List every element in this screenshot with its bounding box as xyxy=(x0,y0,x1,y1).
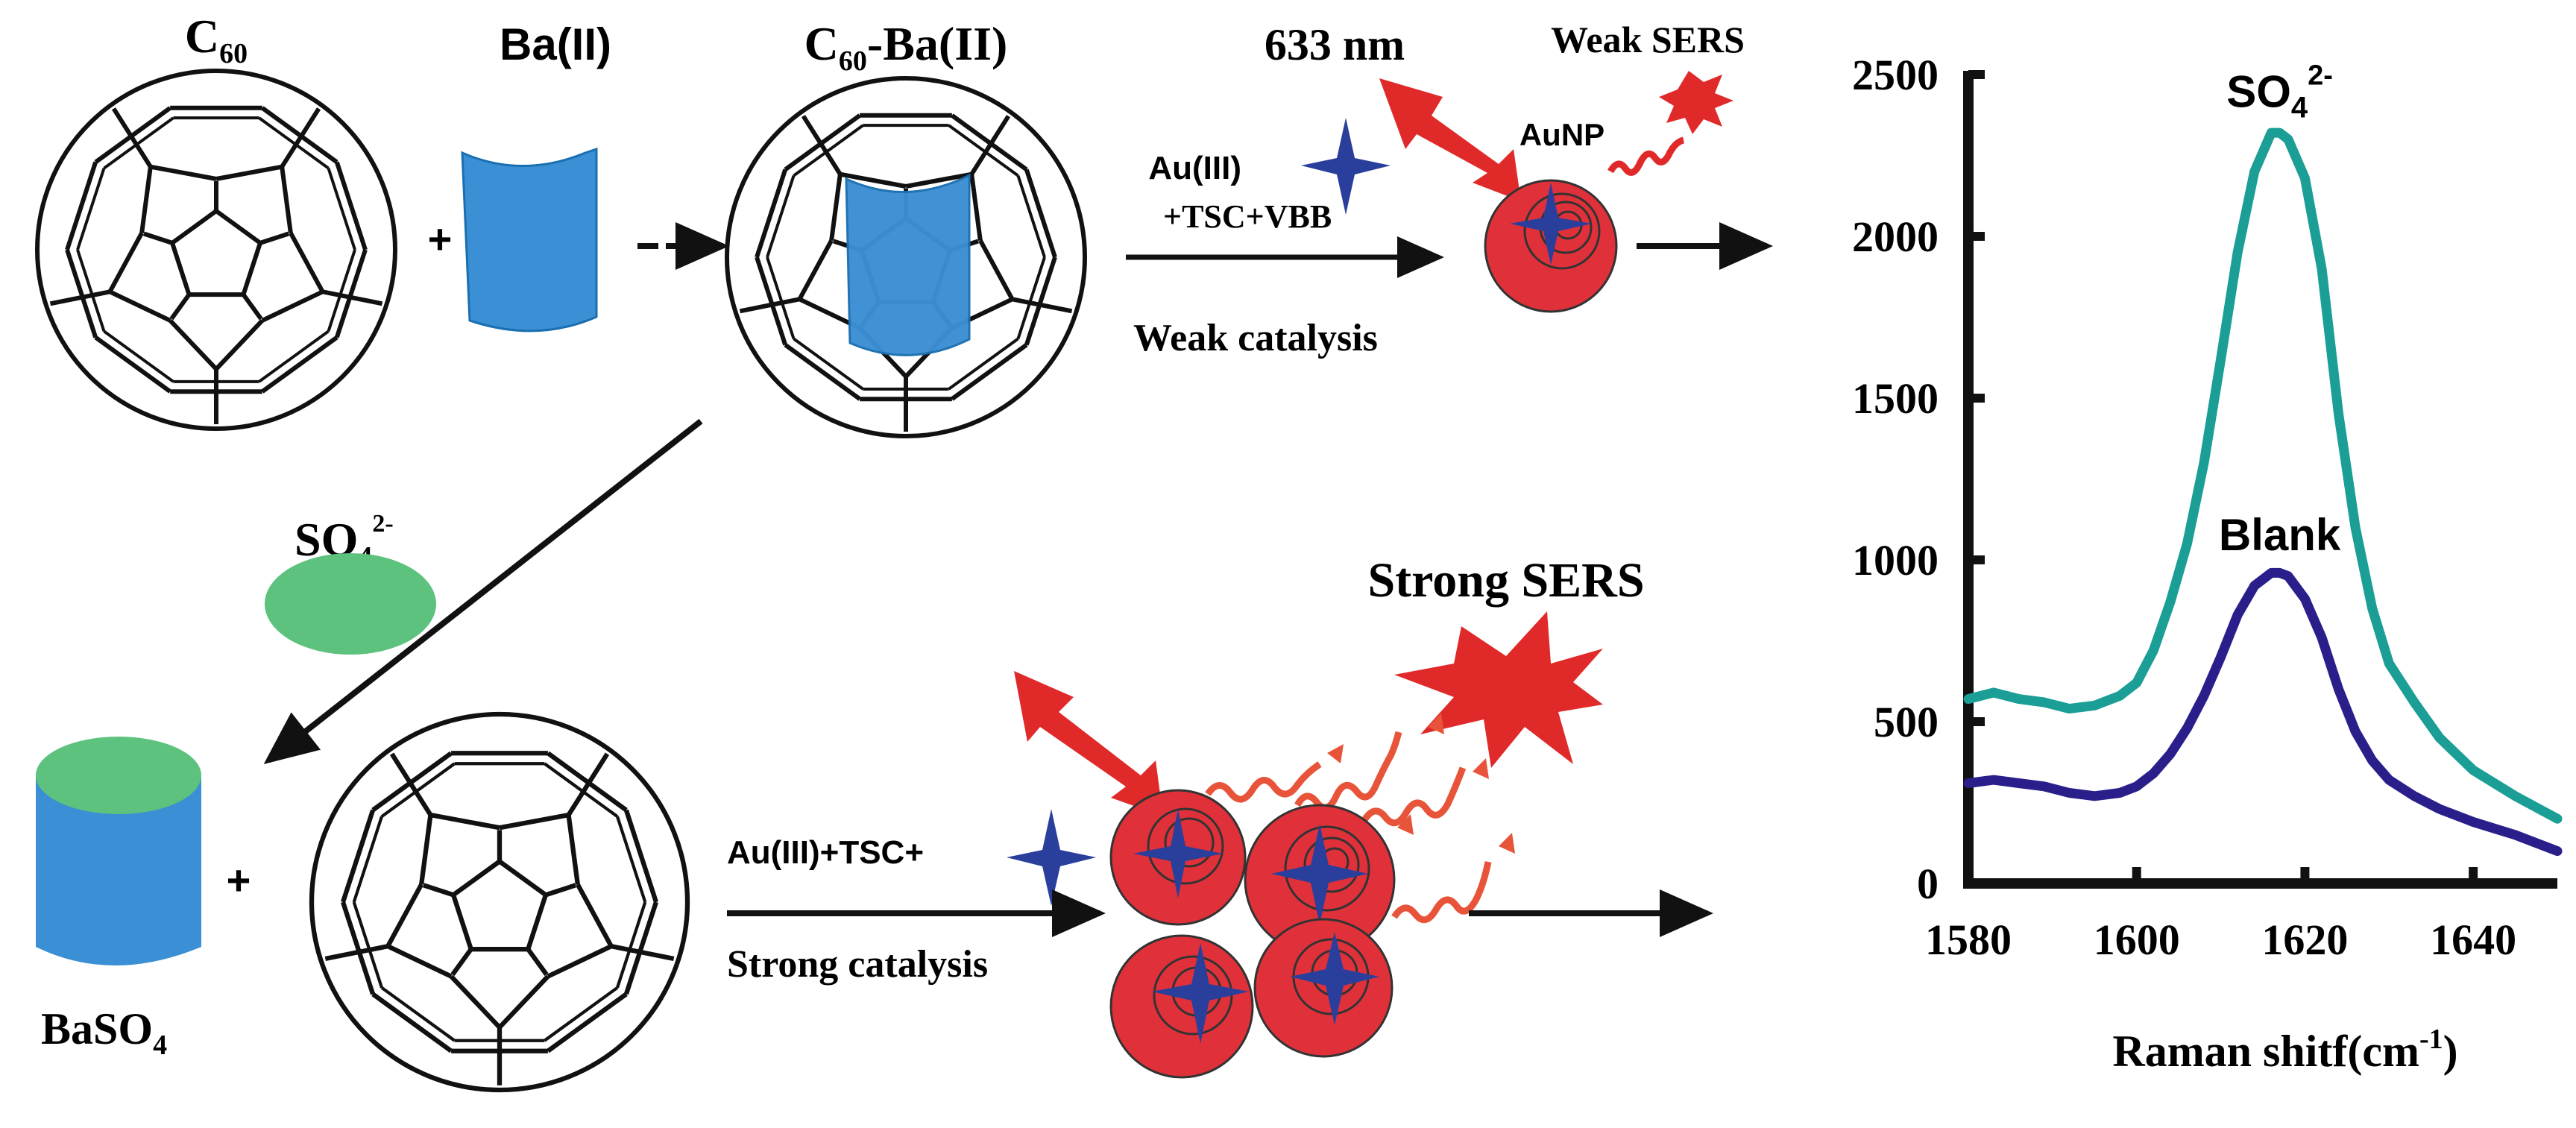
weak-sers-label: Weak SERS xyxy=(1551,19,1745,60)
weak-sers-burst-icon xyxy=(1659,71,1733,134)
x-axis-label: Raman shitf(cm-1) xyxy=(2112,1024,2457,1076)
arrow-to-baso4 xyxy=(263,418,703,764)
series-line-blank xyxy=(1963,567,2563,857)
au-star-icon xyxy=(1301,118,1391,215)
y-tick-label: 0 xyxy=(1917,860,1939,908)
c60-fullerene-released xyxy=(309,711,690,1093)
plus-sign-2: + xyxy=(227,857,251,904)
y-tick-label: 2000 xyxy=(1852,212,1939,261)
au-star-icon-2 xyxy=(1007,809,1096,906)
annotation-so4: SO42- xyxy=(2226,60,2333,124)
y-tick-label: 1000 xyxy=(1852,536,1939,585)
aunp-label: AuNP xyxy=(1520,117,1605,152)
raman-spectrum-chart: 0 500 1000 1500 2000 2500 1580 1600 1620 1640Rama… xyxy=(1852,51,2563,1076)
x-tick-label: 1620 xyxy=(2261,916,2348,964)
wavelength-label: 633 nm xyxy=(1265,20,1405,69)
au-tsc-label: Au(III)+TSC+ xyxy=(727,834,924,871)
y-tick-label: 500 xyxy=(1874,698,1939,746)
laser-bolt-icon xyxy=(1379,78,1521,201)
so4-ellipse xyxy=(265,553,436,655)
ba-ii-cup xyxy=(461,147,598,333)
ba-ii-label: Ba(II) xyxy=(500,19,611,69)
c60-fullerene xyxy=(35,69,397,431)
strong-sers-burst-icon xyxy=(1394,611,1603,768)
strong-sers-label: Strong SERS xyxy=(1367,553,1644,608)
ba-ii-cup-in-cage xyxy=(845,173,971,356)
aunp-particle xyxy=(1109,789,1247,926)
annotation-blank: Blank xyxy=(2219,510,2341,560)
aunp-aggregate xyxy=(1109,789,1396,1079)
baso4-label: BaSO4 xyxy=(41,1004,167,1061)
laser-bolt-icon-2 xyxy=(1014,671,1163,816)
x-tick-label: 1640 xyxy=(2430,916,2516,964)
tsc-vbb-label: +TSC+VBB xyxy=(1163,198,1332,235)
wave-arrowheads xyxy=(1327,713,1515,854)
c60-ba-label: C60-Ba(II) xyxy=(804,17,1008,77)
x-tick-label: 1600 xyxy=(2094,916,2180,964)
aunp-particle xyxy=(1484,179,1618,313)
x-tick-label: 1580 xyxy=(1925,916,2012,964)
y-tick-label: 1500 xyxy=(1852,374,1939,423)
baso4-cylinder xyxy=(36,737,201,965)
strong-catalysis-label: Strong catalysis xyxy=(727,943,988,986)
c60-label: C60 xyxy=(185,10,248,69)
plus-sign: + xyxy=(428,215,453,262)
series-line-so4 xyxy=(1963,127,2563,824)
y-tick-label: 2500 xyxy=(1852,51,1939,99)
aunp-particle xyxy=(1253,918,1394,1058)
weak-catalysis-label: Weak catalysis xyxy=(1133,317,1378,359)
aunp-particle xyxy=(1109,934,1254,1079)
weak-sers-wave-icon xyxy=(1607,136,1685,176)
au-iii-label: Au(III) xyxy=(1148,150,1241,186)
